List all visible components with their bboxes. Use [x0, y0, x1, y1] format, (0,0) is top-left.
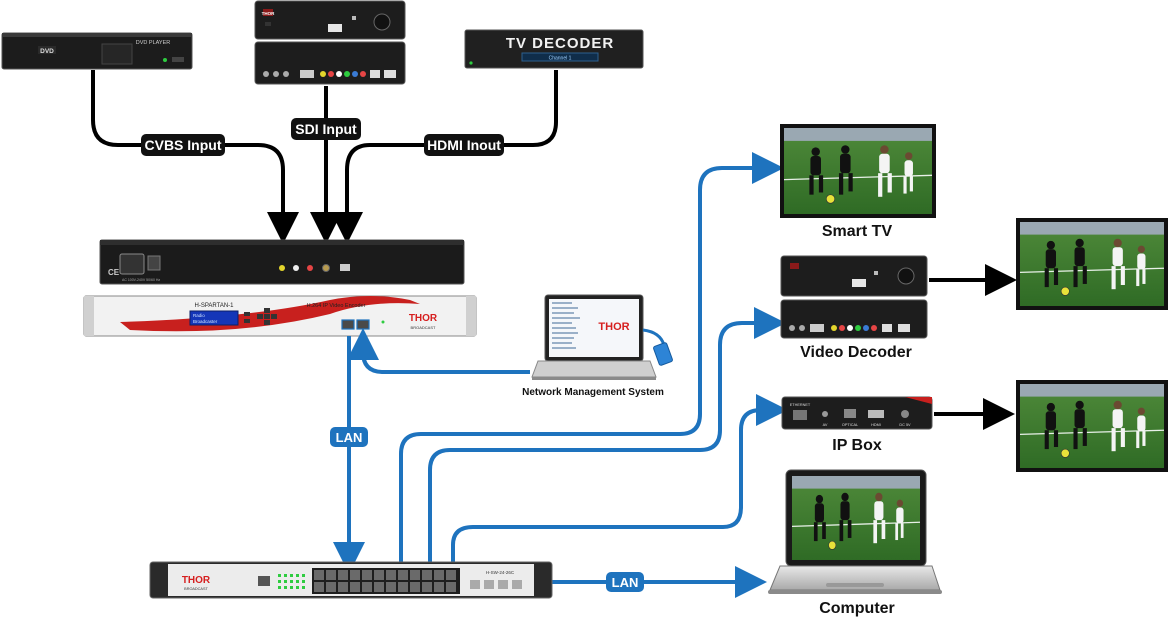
encoder-product: H.264 IP Video Encoder: [307, 303, 366, 309]
ip-box-port-optical: OPTICAL: [842, 423, 858, 427]
cvbs-input-badge: CVBS Input: [141, 134, 225, 156]
dvd-title: DVD PLAYER: [136, 40, 170, 46]
ip-box-link: [451, 394, 788, 566]
switch-brand: THOR: [182, 575, 211, 586]
lan-vertical-badge: LAN: [330, 427, 368, 447]
encoder-brand: THOR: [409, 313, 438, 324]
stb-brand: THOR: [262, 11, 275, 16]
ip-box-port-dc: DC 5V: [899, 423, 911, 427]
video-decoder-label: Video Decoder: [800, 344, 912, 361]
computer-label: Computer: [819, 600, 895, 617]
ip-box-display: [1016, 380, 1168, 472]
video-decoder-device: [780, 255, 928, 339]
ip-box-port-ethernet: ETHERNET: [790, 403, 811, 407]
switch-model: H-SW-24-26C: [486, 570, 515, 575]
smart-tv-link: [399, 152, 784, 566]
lan-vertical-label: LAN: [336, 430, 363, 445]
hdmi-input-badge: HDMI Inout: [424, 134, 504, 156]
dvd-logo: DVD: [40, 48, 54, 55]
nms-brand: THOR: [598, 321, 629, 333]
nms-link: [347, 328, 530, 374]
smart-tv: [780, 124, 936, 218]
switch-brand-sub: BROADCAST: [184, 587, 208, 591]
ip-box-port-av: AV: [823, 423, 828, 427]
lan-horizontal-label: LAN: [612, 575, 639, 590]
hdmi-input-label: HDMI Inout: [427, 137, 501, 153]
tv-decoder-source: TV DECODER Channel 1: [464, 29, 644, 69]
video-decoder-link: [428, 307, 786, 566]
dvd-player: DVD DVD PLAYER: [1, 32, 193, 70]
video-decoder-display: [1016, 218, 1168, 310]
encoder-model: H-SPARTAN-1: [194, 303, 234, 309]
network-switch: THOR BROADCAST H-SW-24-26C: [149, 561, 553, 599]
nms-laptop: THOR: [531, 294, 673, 380]
encoder-rear-panel: CE AC 100V-240V 50/60 Hz: [99, 239, 465, 285]
cvbs-input-label: CVBS Input: [145, 137, 222, 153]
tv-decoder-channel: Channel 1: [549, 56, 572, 62]
encoder-lcd-line1: Radio: [193, 313, 205, 318]
sdi-input-label: SDI Input: [295, 121, 357, 137]
svg-text:CE: CE: [108, 268, 120, 277]
computer-laptop: [768, 469, 942, 594]
sdi-input-badge: SDI Input: [291, 118, 361, 140]
encoder-power-note: AC 100V-240V 50/60 Hz: [122, 278, 160, 282]
nms-label: Network Management System: [522, 387, 664, 398]
encoder-lan-port-1: [341, 319, 355, 330]
smart-tv-label: Smart TV: [822, 223, 893, 240]
encoder-lan-port-2: [356, 319, 370, 330]
encoder-front-panel: H-SPARTAN-1 Radio Broadcaster H.264 IP V…: [83, 295, 477, 337]
ip-box-port-hdmi: HDMI: [871, 423, 881, 427]
ip-box-device: ETHERNET AV OPTICAL HDMI DC 5V: [781, 396, 933, 430]
encoder-lcd-line2: Broadcaster: [193, 319, 218, 324]
lan-horizontal-badge: LAN: [606, 572, 644, 592]
encoder-brand-sub: BROADCAST: [411, 325, 436, 330]
encoder-lcd: [189, 310, 239, 326]
ip-box-label: IP Box: [832, 437, 882, 454]
set-top-box-source: THOR: [254, 0, 406, 85]
tv-decoder-title: TV DECODER: [506, 35, 614, 52]
